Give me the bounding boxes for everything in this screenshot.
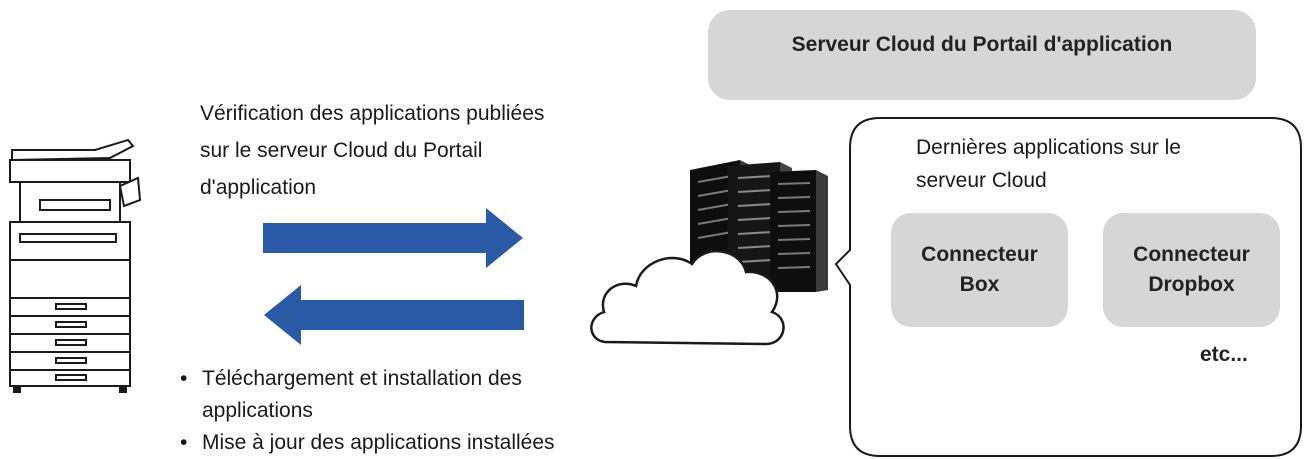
list-item-line: applications [202,399,313,422]
download-list: • Téléchargement et installation des app… [178,363,698,459]
callout-heading: Dernières applications sur le serveur Cl… [916,131,1276,197]
etc-label: etc... [1200,343,1248,366]
app-card-line: Box [959,273,1000,296]
app-card-line: Connecteur [1133,243,1250,266]
list-item: • Mise à jour des applications installée… [178,427,698,459]
verification-line: Vérification des applications publiées [200,102,545,125]
server-rack-icon [690,160,828,292]
arrow-right [263,208,523,268]
callout-box [834,117,1302,457]
callout-heading-line: serveur Cloud [916,169,1047,192]
list-item: • Téléchargement et installation des app… [178,363,698,427]
app-card-line: Dropbox [1148,273,1235,296]
multifunction-printer-icon [9,138,142,393]
app-card-line: Connecteur [921,243,1038,266]
verification-line: sur le serveur Cloud du Portail [200,139,483,162]
app-card-box-connector: Connecteur Box [891,213,1068,327]
verification-text: Vérification des applications publiées s… [200,95,660,206]
bullet: • [180,367,188,390]
app-card-dropbox-connector: Connecteur Dropbox [1103,213,1280,327]
arrow-left [264,285,524,345]
callout-heading-line: Dernières applications sur le [916,136,1181,159]
cloud-icon [590,250,785,346]
server-banner [708,10,1256,100]
bullet: • [180,431,188,454]
list-item-line: Mise à jour des applications installées [202,431,555,454]
server-title: Serveur Cloud du Portail d'application [791,33,1173,56]
verification-line: d'application [200,176,317,199]
list-item-line: Téléchargement et installation des [202,367,522,390]
